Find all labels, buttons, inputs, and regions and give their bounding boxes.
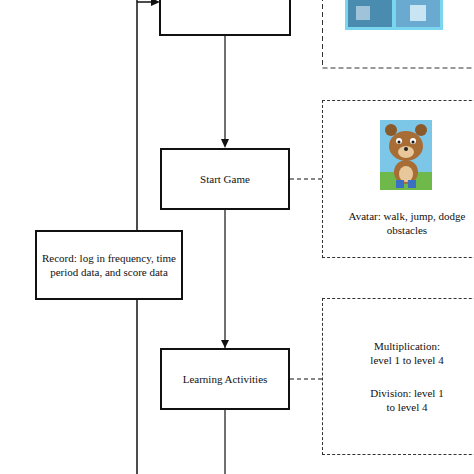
bear-pupil [412, 141, 415, 144]
bear-head [389, 131, 423, 161]
node-text: Avatar: walk, jump, dodge obstacles [337, 209, 474, 237]
bear-leg [408, 180, 416, 188]
screenshot-figure [410, 5, 426, 21]
process-box-cut [160, 0, 290, 35]
node-text: Record: log in frequency, time period da… [39, 251, 179, 279]
top-arrow-head [151, 0, 160, 6]
game-screenshot-left [348, 0, 392, 27]
node-text: Division: level 1 to level 4 [367, 386, 447, 414]
annotation-box: Multiplication: level 1 to level 4 Divisi… [322, 298, 474, 455]
flow-arrow [224, 35, 225, 140]
game-screenshot-right [396, 0, 440, 27]
bear-muzzle [398, 146, 414, 158]
bear-nose [404, 147, 408, 151]
bear-belly [399, 166, 413, 182]
dashed-connector [290, 378, 322, 379]
bear-ear [385, 124, 397, 136]
node-text: Multiplication: level 1 to level 4 [367, 339, 447, 367]
avatar-background [380, 120, 432, 190]
arrow-head [221, 139, 229, 148]
bear-eye [410, 138, 416, 144]
bear-pupil [398, 141, 401, 144]
node-text: Learning Activities [183, 372, 268, 386]
bear-eye [396, 138, 402, 144]
dashed-connector [290, 178, 322, 179]
flow-arrow [224, 210, 225, 348]
process-box: Learning Activities [160, 348, 290, 410]
process-box: Start Game [160, 148, 290, 210]
screenshot-figure [356, 6, 370, 20]
bear-ear [415, 124, 427, 136]
annotation-box: Avatar: walk, jump, dodge obstacles [322, 100, 474, 258]
top-flow-line [137, 1, 152, 3]
dashed-box-cut [323, 0, 474, 68]
game-screenshot [345, 0, 443, 30]
bear-leg [396, 180, 404, 188]
node-text: Start Game [200, 172, 250, 186]
record-box: Record: log in frequency, time period da… [35, 230, 183, 300]
flow-line [224, 410, 225, 474]
